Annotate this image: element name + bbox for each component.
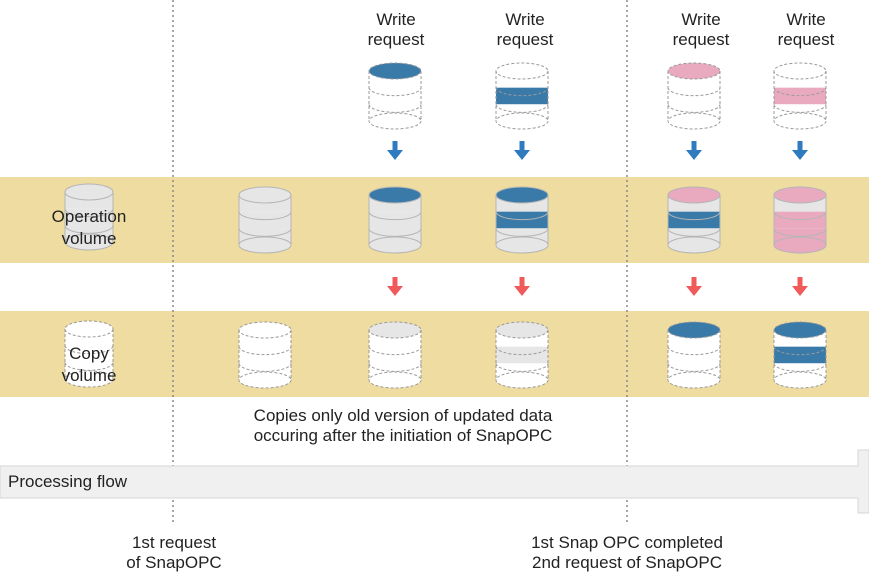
operation-volume-legend-icon	[64, 183, 114, 251]
operation-volume-cylinder	[495, 186, 549, 254]
operation-volume-cylinder	[667, 186, 721, 254]
copy-arrow	[792, 277, 808, 296]
write-request-cylinder	[667, 62, 721, 130]
processing-flow-label: Processing flow	[8, 472, 128, 491]
processing-flow-arrow	[0, 449, 869, 514]
operation-volume-cylinder	[238, 186, 292, 254]
write-arrow	[792, 141, 808, 160]
copy-volume-cylinder	[773, 321, 827, 389]
operation-volume-cylinder	[773, 186, 827, 254]
copy-volume-cylinder	[368, 321, 422, 389]
write-request-cylinder	[773, 62, 827, 130]
write-arrow	[514, 141, 530, 160]
copy-arrow	[387, 277, 403, 296]
copy-arrow	[514, 277, 530, 296]
write-request-cylinder	[495, 62, 549, 130]
copy-volume-icon	[64, 320, 114, 388]
write-arrow	[686, 141, 702, 160]
operation-volume-cylinder	[368, 186, 422, 254]
operation-volume-icon	[64, 183, 114, 251]
copy-volume-cylinder	[238, 321, 292, 389]
copy-volume-band	[0, 311, 869, 397]
operation-volume-band	[0, 177, 869, 263]
copy-volume-cylinder	[495, 321, 549, 389]
copy-arrow	[686, 277, 702, 296]
write-request-cylinder	[368, 62, 422, 130]
write-arrow	[387, 141, 403, 160]
copy-volume-cylinder	[667, 321, 721, 389]
copy-volume-legend-icon	[64, 320, 114, 388]
